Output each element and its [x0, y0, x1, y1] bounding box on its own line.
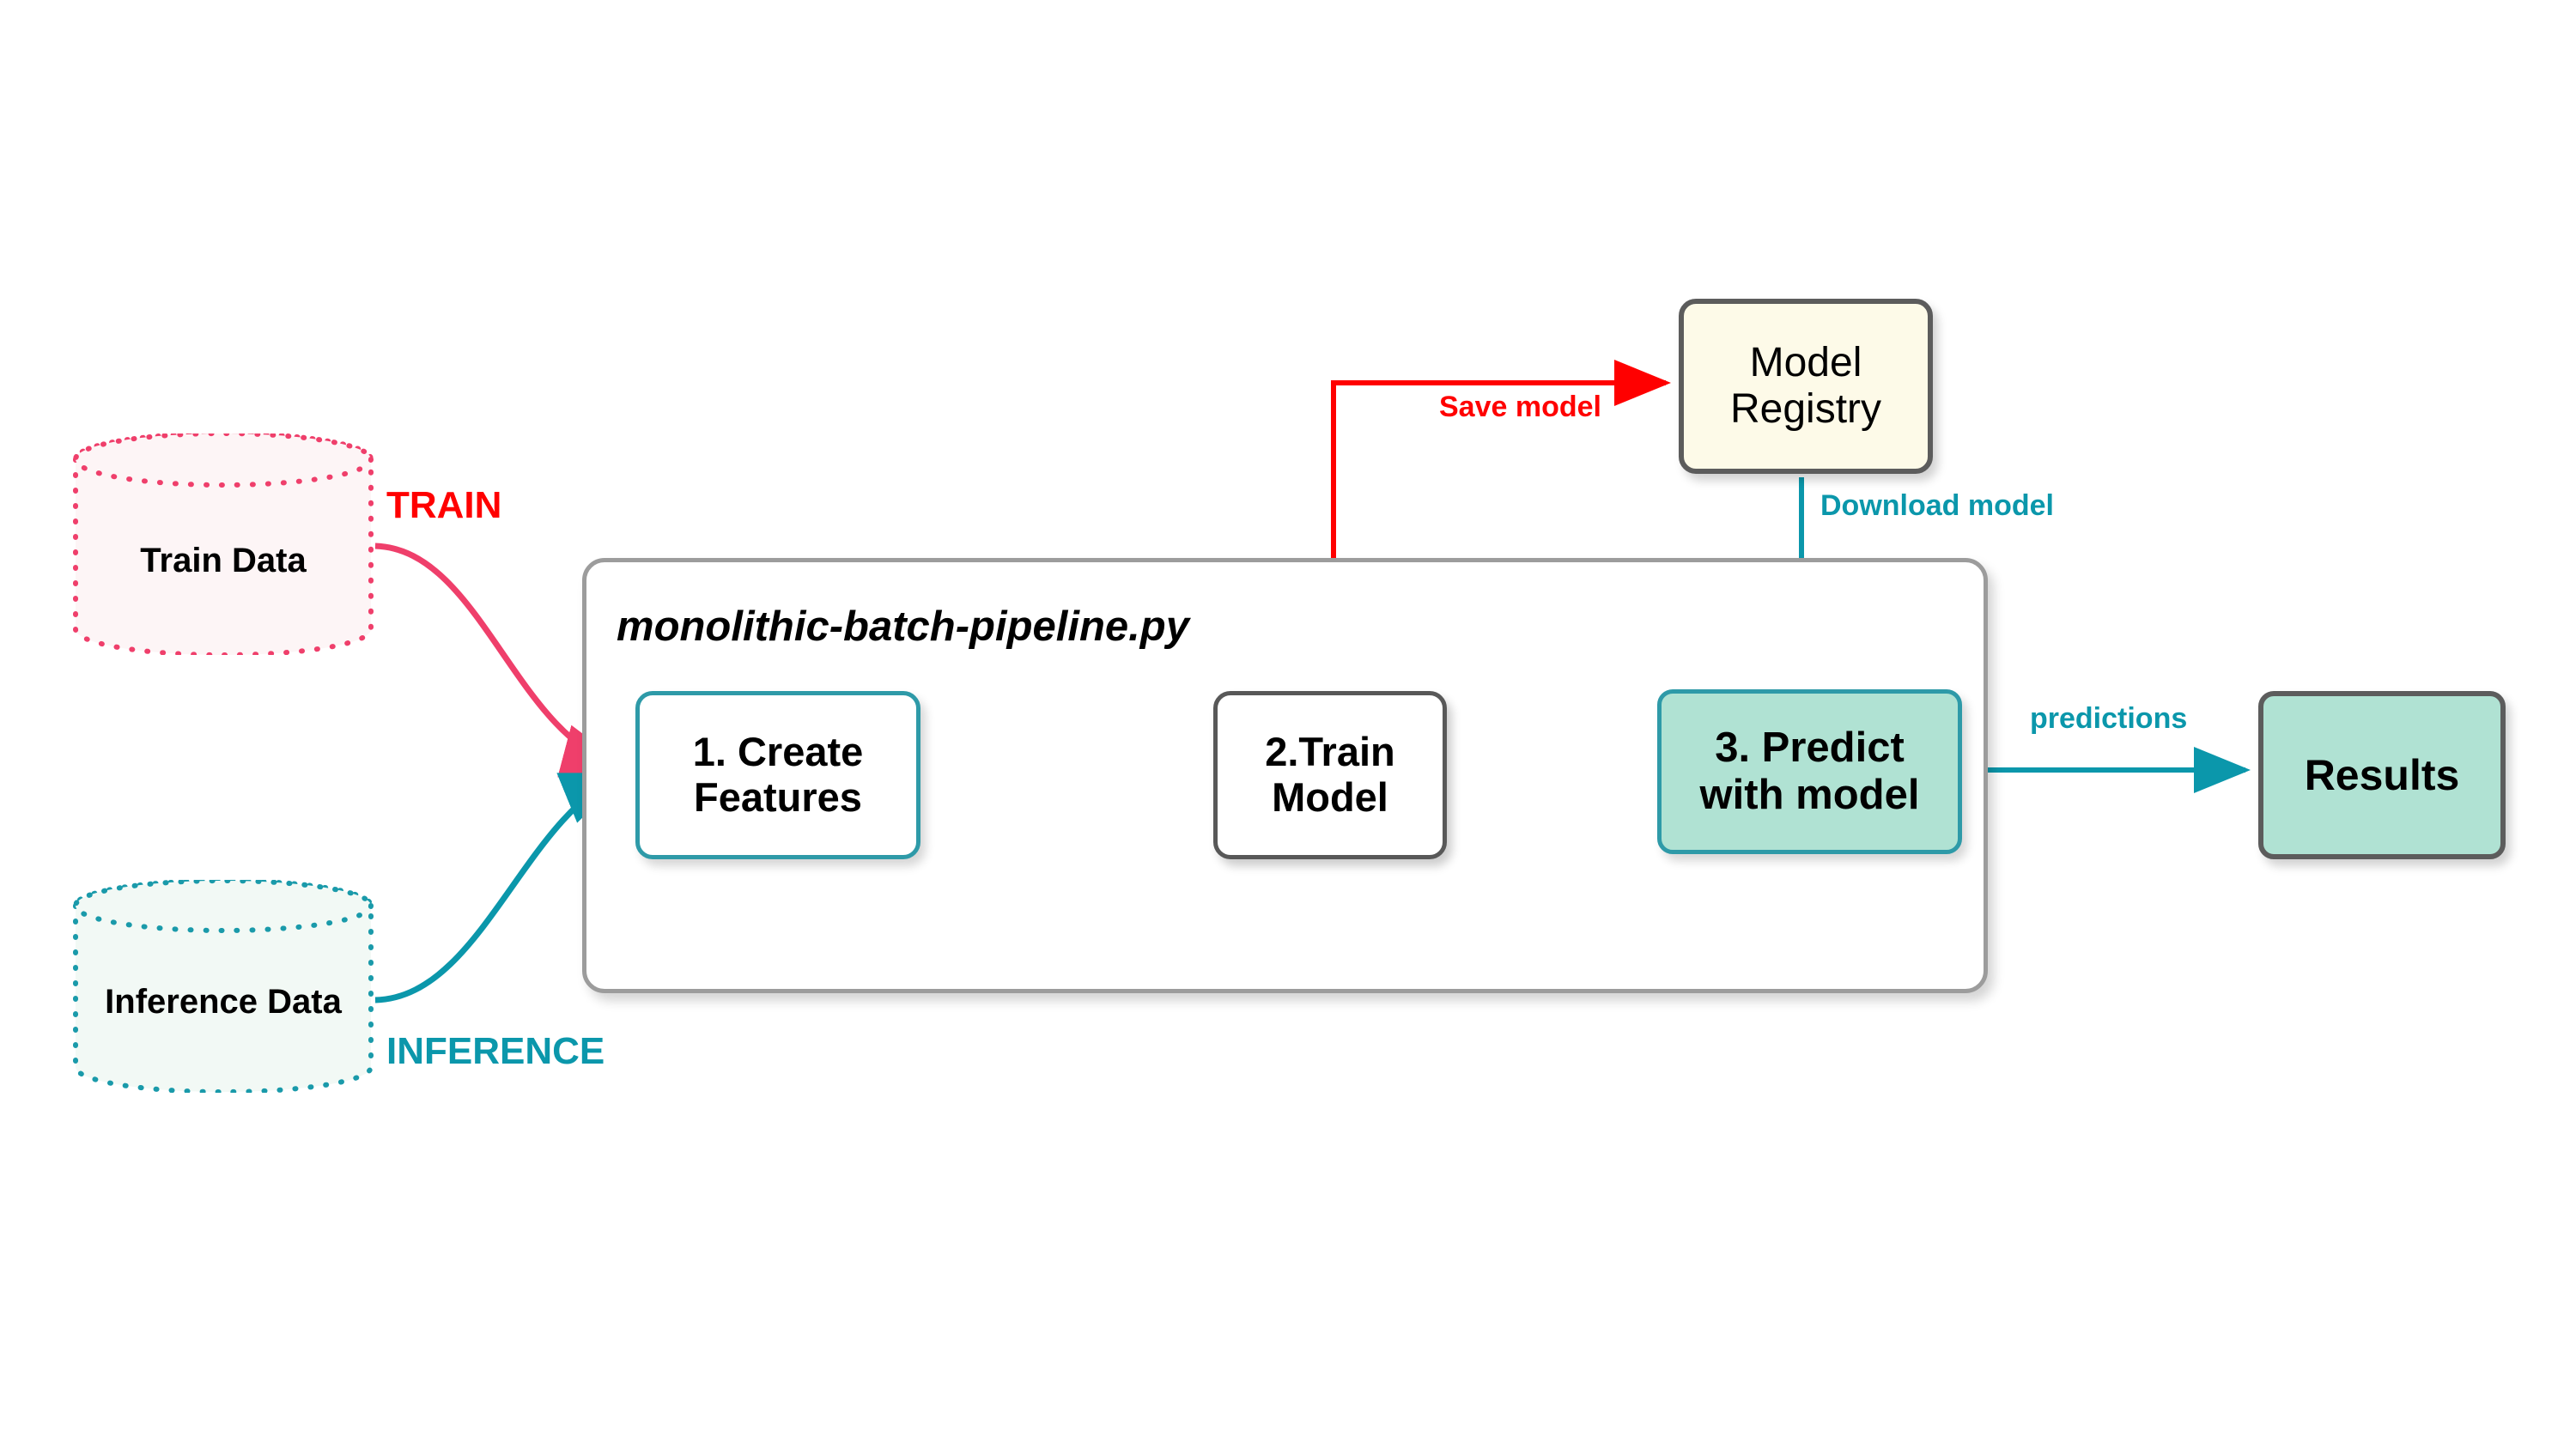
step-train-model-line1: 2.Train — [1265, 729, 1395, 775]
step-train-model[interactable]: 2.Train Model — [1213, 691, 1447, 859]
model-registry-node[interactable]: Model Registry — [1679, 299, 1933, 474]
step-create-features-line2: Features — [694, 774, 862, 820]
results-label: Results — [2304, 751, 2460, 799]
edge-label-save-model: Save model — [1439, 391, 1601, 423]
cylinder-top-ellipse — [73, 431, 374, 488]
step-create-features[interactable]: 1. Create Features — [635, 691, 920, 859]
model-registry-line1: Model — [1749, 340, 1862, 386]
cylinder-body-shape — [73, 878, 374, 1094]
results-node[interactable]: Results — [2258, 691, 2506, 859]
inference-data-cylinder[interactable]: Inference Data — [73, 878, 374, 1094]
cylinder-top-ellipse — [73, 878, 374, 933]
step-train-model-line2: Model — [1272, 774, 1388, 820]
step-create-features-line1: 1. Create — [692, 729, 864, 775]
edge-label-predictions: predictions — [2030, 702, 2188, 735]
edge-label-train: TRAIN — [386, 484, 502, 526]
model-registry-line2: Registry — [1729, 386, 1882, 432]
train-data-label: Train Data — [140, 542, 307, 579]
edge-label-download-model: Download model — [1820, 489, 2054, 522]
edge-label-inference: INFERENCE — [386, 1030, 605, 1072]
inference-data-label: Inference Data — [105, 983, 342, 1021]
step-predict-with-model[interactable]: 3. Predict with model — [1657, 689, 1962, 854]
cylinder-body-shape — [73, 431, 374, 658]
step-predict-line1: 3. Predict — [1715, 724, 1905, 772]
pipeline-title: monolithic-batch-pipeline.py — [617, 603, 1189, 650]
train-data-cylinder[interactable]: Train Data — [73, 431, 374, 658]
step-predict-line2: with model — [1699, 772, 1920, 818]
